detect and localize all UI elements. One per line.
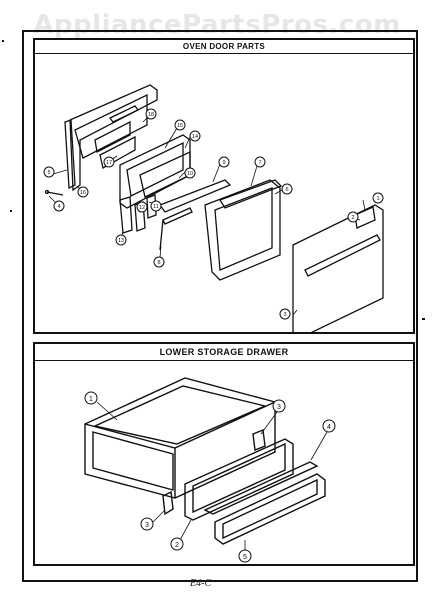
drawer-box [84, 377, 276, 499]
callout-18: 18 [148, 112, 154, 118]
screw-head [44, 189, 50, 195]
callout-2: 2 [351, 215, 354, 221]
oven-door-parts-title: OVEN DOOR PARTS [182, 42, 266, 51]
screw [46, 191, 64, 196]
drawer-callout-2: 2 [175, 542, 179, 549]
lower-storage-drawer-title: LOWER STORAGE DRAWER [159, 347, 289, 357]
door-liner-window [74, 93, 148, 159]
callout-5: 5 [47, 170, 50, 176]
watermark: AppliancePartsPros.com [33, 10, 401, 40]
oven-door-parts-panel: OVEN DOOR PARTS [33, 38, 415, 334]
callout-13: 13 [118, 238, 124, 244]
callout-10: 10 [187, 171, 193, 177]
callout-7: 7 [258, 160, 261, 166]
door-liner-frame [69, 84, 158, 192]
handle-bracket [354, 206, 376, 229]
callout-1: 1 [376, 196, 379, 202]
callout-3: 3 [283, 312, 286, 318]
storage-drawer-exploded-view: 1 2 3 3 4 5 [84, 377, 336, 563]
callout-17: 17 [106, 160, 112, 166]
outer-door-panel [204, 179, 281, 281]
callout-15: 15 [177, 123, 183, 129]
scan-speck [422, 318, 425, 320]
drawer-callout-3-right: 3 [277, 404, 281, 411]
drawer-callout-1: 1 [89, 396, 93, 403]
outer-door [292, 204, 384, 332]
door-top-trim [219, 179, 283, 209]
drawer-bracket-right [252, 429, 266, 451]
liner-slot-lower [99, 135, 136, 169]
callout-6: 6 [285, 187, 288, 193]
door-side-rail [64, 119, 76, 190]
outer-door-window [214, 187, 273, 271]
drawer-panel [214, 473, 326, 545]
trim-screw-line [159, 219, 164, 251]
callout-14: 14 [192, 134, 198, 140]
callout-11: 11 [153, 204, 159, 210]
callout-16: 16 [80, 190, 86, 196]
drawer-box-front [92, 431, 174, 491]
title-rule [35, 360, 413, 361]
door-trim-bar [158, 179, 232, 213]
callout-8: 8 [157, 260, 160, 266]
drawer-callout-5: 5 [243, 554, 247, 561]
hinge-bracket-left [119, 196, 133, 234]
title-rule [35, 53, 413, 54]
callout-9: 9 [222, 160, 225, 166]
drawer-box-front-edge [84, 401, 276, 449]
lower-storage-drawer-panel: LOWER STORAGE DRAWER [33, 342, 415, 566]
inner-glass-pane [126, 141, 184, 197]
liner-slot [94, 120, 131, 153]
drawer-front [184, 438, 294, 521]
drawer-box-interior [92, 385, 268, 445]
callout-12: 12 [139, 205, 145, 211]
diagram-frame [22, 30, 418, 582]
drawer-trim [203, 461, 319, 515]
oven-door-exploded-view: 1 2 3 4 5 6 7 8 9 10 11 12 13 14 15 16 1… [43, 84, 384, 332]
trim-bracket [162, 207, 193, 225]
drawer-panel-inset [222, 478, 318, 540]
drawer-front-face [192, 442, 286, 514]
drawer-callout-3-left: 3 [145, 522, 149, 529]
drawer-callout-4: 4 [327, 424, 331, 431]
liner-top-slot [109, 105, 139, 123]
diagram-code: E4-C [190, 578, 212, 589]
scan-speck [10, 210, 12, 212]
callout-4: 4 [57, 204, 60, 210]
door-handle [304, 234, 381, 277]
drawer-bracket-left [162, 490, 174, 516]
scan-speck [2, 40, 4, 42]
hinge-spacer [146, 194, 157, 219]
